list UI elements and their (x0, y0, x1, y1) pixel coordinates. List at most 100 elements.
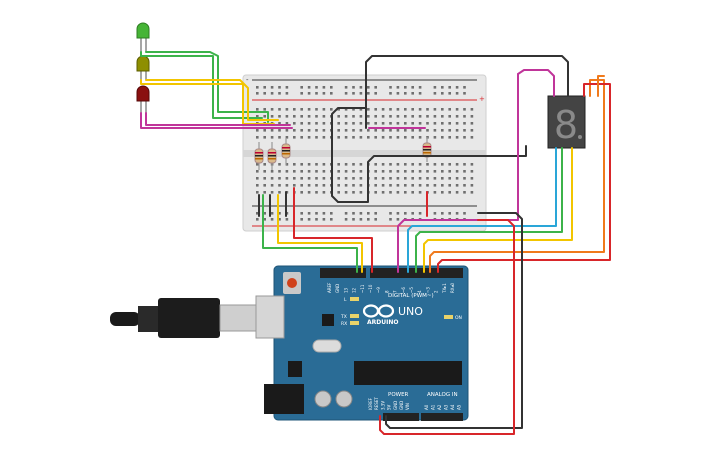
breadboard-hole (404, 184, 407, 187)
breadboard-hole (389, 163, 392, 166)
breadboard-hole (256, 212, 259, 215)
breadboard-hole (352, 191, 355, 194)
breadboard-hole (470, 191, 474, 194)
breadboard-hole (441, 136, 444, 139)
breadboard-hole (330, 92, 333, 95)
breadboard-hole (300, 191, 303, 194)
wire-orange-display (429, 79, 605, 273)
reset-button[interactable] (287, 278, 297, 288)
breadboard-hole (359, 191, 363, 194)
breadboard-hole (256, 218, 259, 221)
breadboard-hole (322, 129, 326, 132)
digital-pin-label: GND (335, 284, 340, 293)
digital-pin-label: 13 (343, 287, 348, 293)
breadboard-hole (285, 92, 289, 95)
breadboard-hole (389, 191, 392, 194)
breadboard-hole (426, 177, 429, 180)
led-red[interactable] (136, 85, 150, 113)
breadboard-hole (367, 86, 370, 89)
breadboard-hole (455, 163, 459, 166)
breadboard-hole (352, 163, 355, 166)
breadboard-hole (293, 136, 296, 139)
atmega-chip (354, 361, 462, 385)
breadboard-hole (256, 86, 259, 89)
analog-header (421, 413, 463, 421)
breadboard-hole (270, 86, 274, 89)
capacitor-2 (335, 390, 353, 408)
breadboard-hole (367, 108, 370, 111)
breadboard-hole (448, 177, 451, 180)
breadboard-hole (256, 108, 259, 111)
breadboard-hole (300, 212, 303, 215)
breadboard-hole (396, 170, 400, 173)
breadboard-hole (396, 191, 400, 194)
led-on (444, 315, 453, 319)
breadboard-hole (270, 115, 274, 118)
breadboard-hole (396, 122, 400, 125)
breadboard-hole (433, 108, 437, 111)
breadboard-hole (441, 108, 444, 111)
breadboard-hole (315, 218, 318, 221)
breadboard-hole (426, 115, 429, 118)
digital-pin-label: ~11 (360, 284, 365, 293)
breadboard-hole (278, 212, 281, 215)
breadboard-hole (293, 170, 296, 173)
breadboard-hole (396, 129, 400, 132)
power-pin-label: 3.3V (380, 401, 385, 410)
power-pin-label: VIN (405, 403, 410, 410)
breadboard-hole (374, 108, 377, 111)
breadboard-hole (418, 163, 422, 166)
breadboard-hole (315, 170, 318, 173)
breadboard: + - (242, 74, 487, 232)
breadboard-hole (411, 136, 414, 139)
breadboard-hole (270, 92, 274, 95)
breadboard-hole (263, 108, 266, 111)
breadboard-hole (352, 212, 355, 215)
led-tx-label: TX (340, 314, 347, 320)
breadboard-hole (463, 184, 466, 187)
led-green[interactable] (136, 22, 150, 52)
breadboard-hole (463, 170, 466, 173)
breadboard-hole (322, 184, 326, 187)
breadboard-hole (278, 191, 281, 194)
breadboard-hole (426, 129, 429, 132)
breadboard-hole (441, 129, 444, 132)
breadboard-hole (337, 115, 340, 118)
breadboard-hole (426, 184, 429, 187)
breadboard-hole (426, 163, 429, 166)
breadboard-hole (270, 177, 274, 180)
breadboard-hole (300, 163, 303, 166)
digital-label: DIGITAL (PWM~) (388, 293, 434, 299)
breadboard-hole (389, 92, 392, 95)
breadboard-hole (463, 191, 466, 194)
breadboard-hole (470, 115, 474, 118)
breadboard-hole (411, 86, 414, 89)
wire-yellow-pin (277, 194, 363, 273)
breadboard-hole (448, 170, 451, 173)
breadboard-hole (359, 163, 363, 166)
breadboard-hole (433, 170, 437, 173)
breadboard-hole (352, 129, 355, 132)
wires (140, 51, 611, 435)
led-olive[interactable] (136, 55, 150, 80)
breadboard-hole (337, 184, 340, 187)
breadboard-hole (411, 191, 414, 194)
breadboard-hole (322, 108, 326, 111)
breadboard-hole (374, 191, 377, 194)
breadboard-hole (455, 108, 459, 111)
breadboard-hole (352, 122, 355, 125)
breadboard-hole (470, 163, 474, 166)
breadboard-hole (315, 191, 318, 194)
seven-segment-display[interactable]: 8 (547, 95, 586, 149)
breadboard-hole (411, 129, 414, 132)
breadboard-hole (411, 92, 414, 95)
breadboard-hole (285, 108, 289, 111)
usb-cable-end (110, 312, 140, 326)
breadboard-hole (307, 115, 311, 118)
breadboard-hole (418, 170, 422, 173)
breadboard-hole (463, 86, 466, 89)
breadboard-hole (359, 92, 363, 95)
breadboard-hole (278, 184, 281, 187)
breadboard-hole (418, 92, 422, 95)
